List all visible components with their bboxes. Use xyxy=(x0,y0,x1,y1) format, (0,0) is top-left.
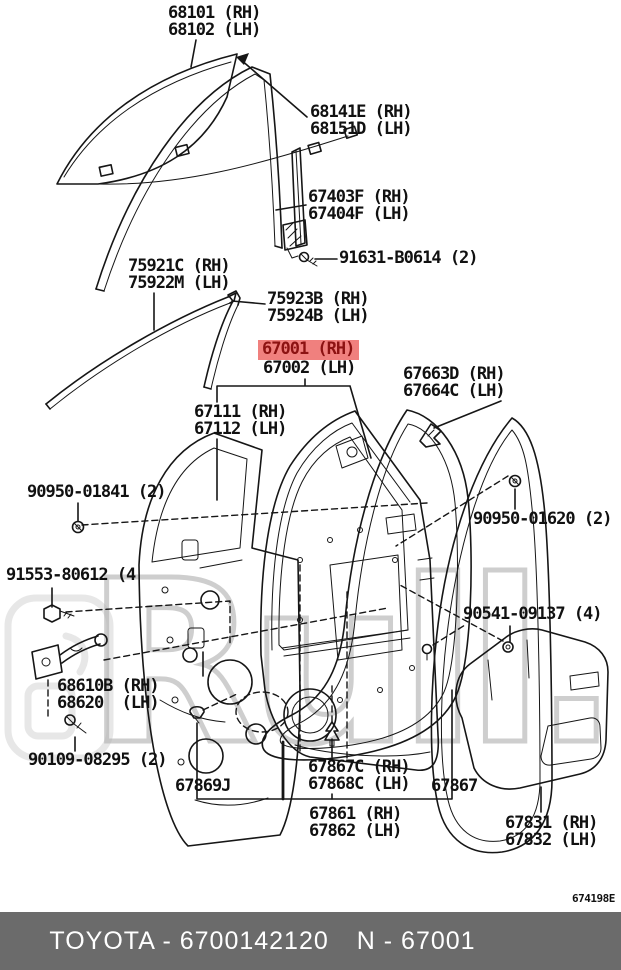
screw-91631-icon xyxy=(298,251,318,267)
part-number[interactable]: 67663D (RH) xyxy=(403,364,506,384)
part-number[interactable]: 67867C (RH) xyxy=(308,757,411,777)
part-number[interactable]: 67869J xyxy=(175,776,231,796)
door-check-68610 xyxy=(31,633,108,680)
nut-90950-01620-icon xyxy=(508,474,522,488)
weatherstrip-67861 xyxy=(261,409,472,761)
watermark-text: Rull.ru xyxy=(83,533,621,795)
part-number[interactable]: 75921C (RH) xyxy=(128,256,231,276)
part-number[interactable]: 67403F (RH) xyxy=(308,187,411,207)
belt-moulding-75921 xyxy=(45,292,237,410)
part-number[interactable]: 90950-01620 (2) xyxy=(473,509,613,529)
part-label-90950-01620[interactable]: 90950-01620 (2) xyxy=(473,509,613,529)
part-number[interactable]: 68101 (RH) xyxy=(168,3,261,23)
door-glass-68101 xyxy=(56,53,359,185)
part-number[interactable]: 75923B (RH) xyxy=(267,289,370,309)
inner-panel-67111 xyxy=(138,432,301,847)
part-number[interactable]: 67404F (LH) xyxy=(308,204,411,224)
outer-door-panel-67001 xyxy=(259,410,440,772)
footer-bar: TOYOTA - 6700142120 N - 67001 xyxy=(0,912,621,970)
part-label-67663[interactable]: 67663D (RH)67664C (LH) xyxy=(403,364,506,401)
part-label-90950-01841[interactable]: 90950-01841 (2) xyxy=(27,482,167,502)
part-number[interactable]: 91631-B0614 (2) xyxy=(339,248,479,268)
highlighted-part-number[interactable]: 67001 (RH) xyxy=(258,340,360,360)
part-label-91631[interactable]: 91631-B0614 (2) xyxy=(339,248,479,268)
part-label-67867c[interactable]: 67867C (RH)67868C (LH) xyxy=(308,757,411,794)
part-number[interactable]: 67664C (LH) xyxy=(403,381,506,401)
part-number[interactable]: 67867 xyxy=(431,776,478,796)
part-number[interactable]: 67831 (RH) xyxy=(505,813,598,833)
part-label-67831[interactable]: 67831 (RH)67832 (LH) xyxy=(505,813,598,850)
part-label-67867[interactable]: 67867 xyxy=(431,776,478,796)
nut-90541-icon xyxy=(421,641,514,661)
hinge-nut-90950-01841-icon xyxy=(71,520,85,534)
weatherstrip-67867 xyxy=(430,417,553,854)
footer-catalog-ref: N - 67001 xyxy=(356,926,476,955)
part-label-68141[interactable]: 68141E (RH)68151D (LH) xyxy=(310,102,413,139)
part-label-90541[interactable]: 90541-09137 (4) xyxy=(463,604,603,624)
part-number[interactable]: 75924B (LH) xyxy=(267,306,370,326)
diagram-code: 674198E xyxy=(572,892,615,905)
part-number[interactable]: 68102 (LH) xyxy=(168,20,261,40)
part-number[interactable]: 67111 (RH) xyxy=(194,402,287,422)
part-number[interactable]: 68151D (LH) xyxy=(310,119,413,139)
part-number[interactable]: 68141E (RH) xyxy=(310,102,413,122)
part-label-75921[interactable]: 75921C (RH)75922M (LH) xyxy=(128,256,231,293)
part-number[interactable]: 67868C (LH) xyxy=(308,774,411,794)
part-number[interactable]: 67112 (LH) xyxy=(194,419,287,439)
part-number[interactable]: 90950-01841 (2) xyxy=(27,482,167,502)
part-number[interactable]: 90109-08295 (2) xyxy=(28,750,168,770)
part-number[interactable]: 68620 (LH) xyxy=(57,693,160,713)
clip-67663-icon xyxy=(419,423,442,448)
part-number[interactable]: 91553-80612 (4 xyxy=(6,565,136,585)
part-number[interactable]: 67832 (LH) xyxy=(505,830,598,850)
belt-moulding-75923 xyxy=(203,290,241,390)
part-number[interactable]: 90541-09137 (4) xyxy=(463,604,603,624)
front-lower-frame-67403 xyxy=(282,147,308,259)
leader-lines xyxy=(51,39,542,813)
part-number[interactable]: 67861 (RH) xyxy=(309,804,402,824)
part-number[interactable]: 67862 (LH) xyxy=(309,821,402,841)
service-hole-cover-67831 xyxy=(455,628,609,790)
bolt-90109-icon xyxy=(64,714,87,734)
part-label-67111[interactable]: 67111 (RH)67112 (LH) xyxy=(194,402,287,439)
footer-brand-partnumber: TOYOTA - 6700142120 xyxy=(49,926,329,955)
part-label-90109[interactable]: 90109-08295 (2) xyxy=(28,750,168,770)
footer-text: TOYOTA - 6700142120 N - 67001 xyxy=(49,927,475,956)
part-label-68101[interactable]: 68101 (RH)68102 (LH) xyxy=(168,3,261,40)
bracket-lines xyxy=(196,689,453,801)
bolt-91553-icon xyxy=(43,604,75,623)
part-label-67869[interactable]: 67869J xyxy=(175,776,231,796)
part-label-67001-selected[interactable]: 67001 (RH)67002 (LH) xyxy=(258,340,360,378)
part-label-75923[interactable]: 75923B (RH)75924B (LH) xyxy=(267,289,370,326)
part-number[interactable]: 67002 (LH) xyxy=(263,358,356,378)
part-label-67861[interactable]: 67861 (RH)67862 (LH) xyxy=(309,804,402,841)
part-label-91553[interactable]: 91553-80612 (4 xyxy=(6,565,136,585)
part-number[interactable]: 68610B (RH) xyxy=(57,676,160,696)
part-label-68610[interactable]: 68610B (RH)68620 (LH) xyxy=(57,676,160,713)
part-label-67403[interactable]: 67403F (RH)67404F (LH) xyxy=(308,187,411,224)
pushpin-67869-icon xyxy=(189,705,205,724)
glass-run-channel-68141 xyxy=(95,66,283,292)
dashed-leader-lines xyxy=(47,475,509,759)
part-number[interactable]: 75922M (LH) xyxy=(128,273,231,293)
